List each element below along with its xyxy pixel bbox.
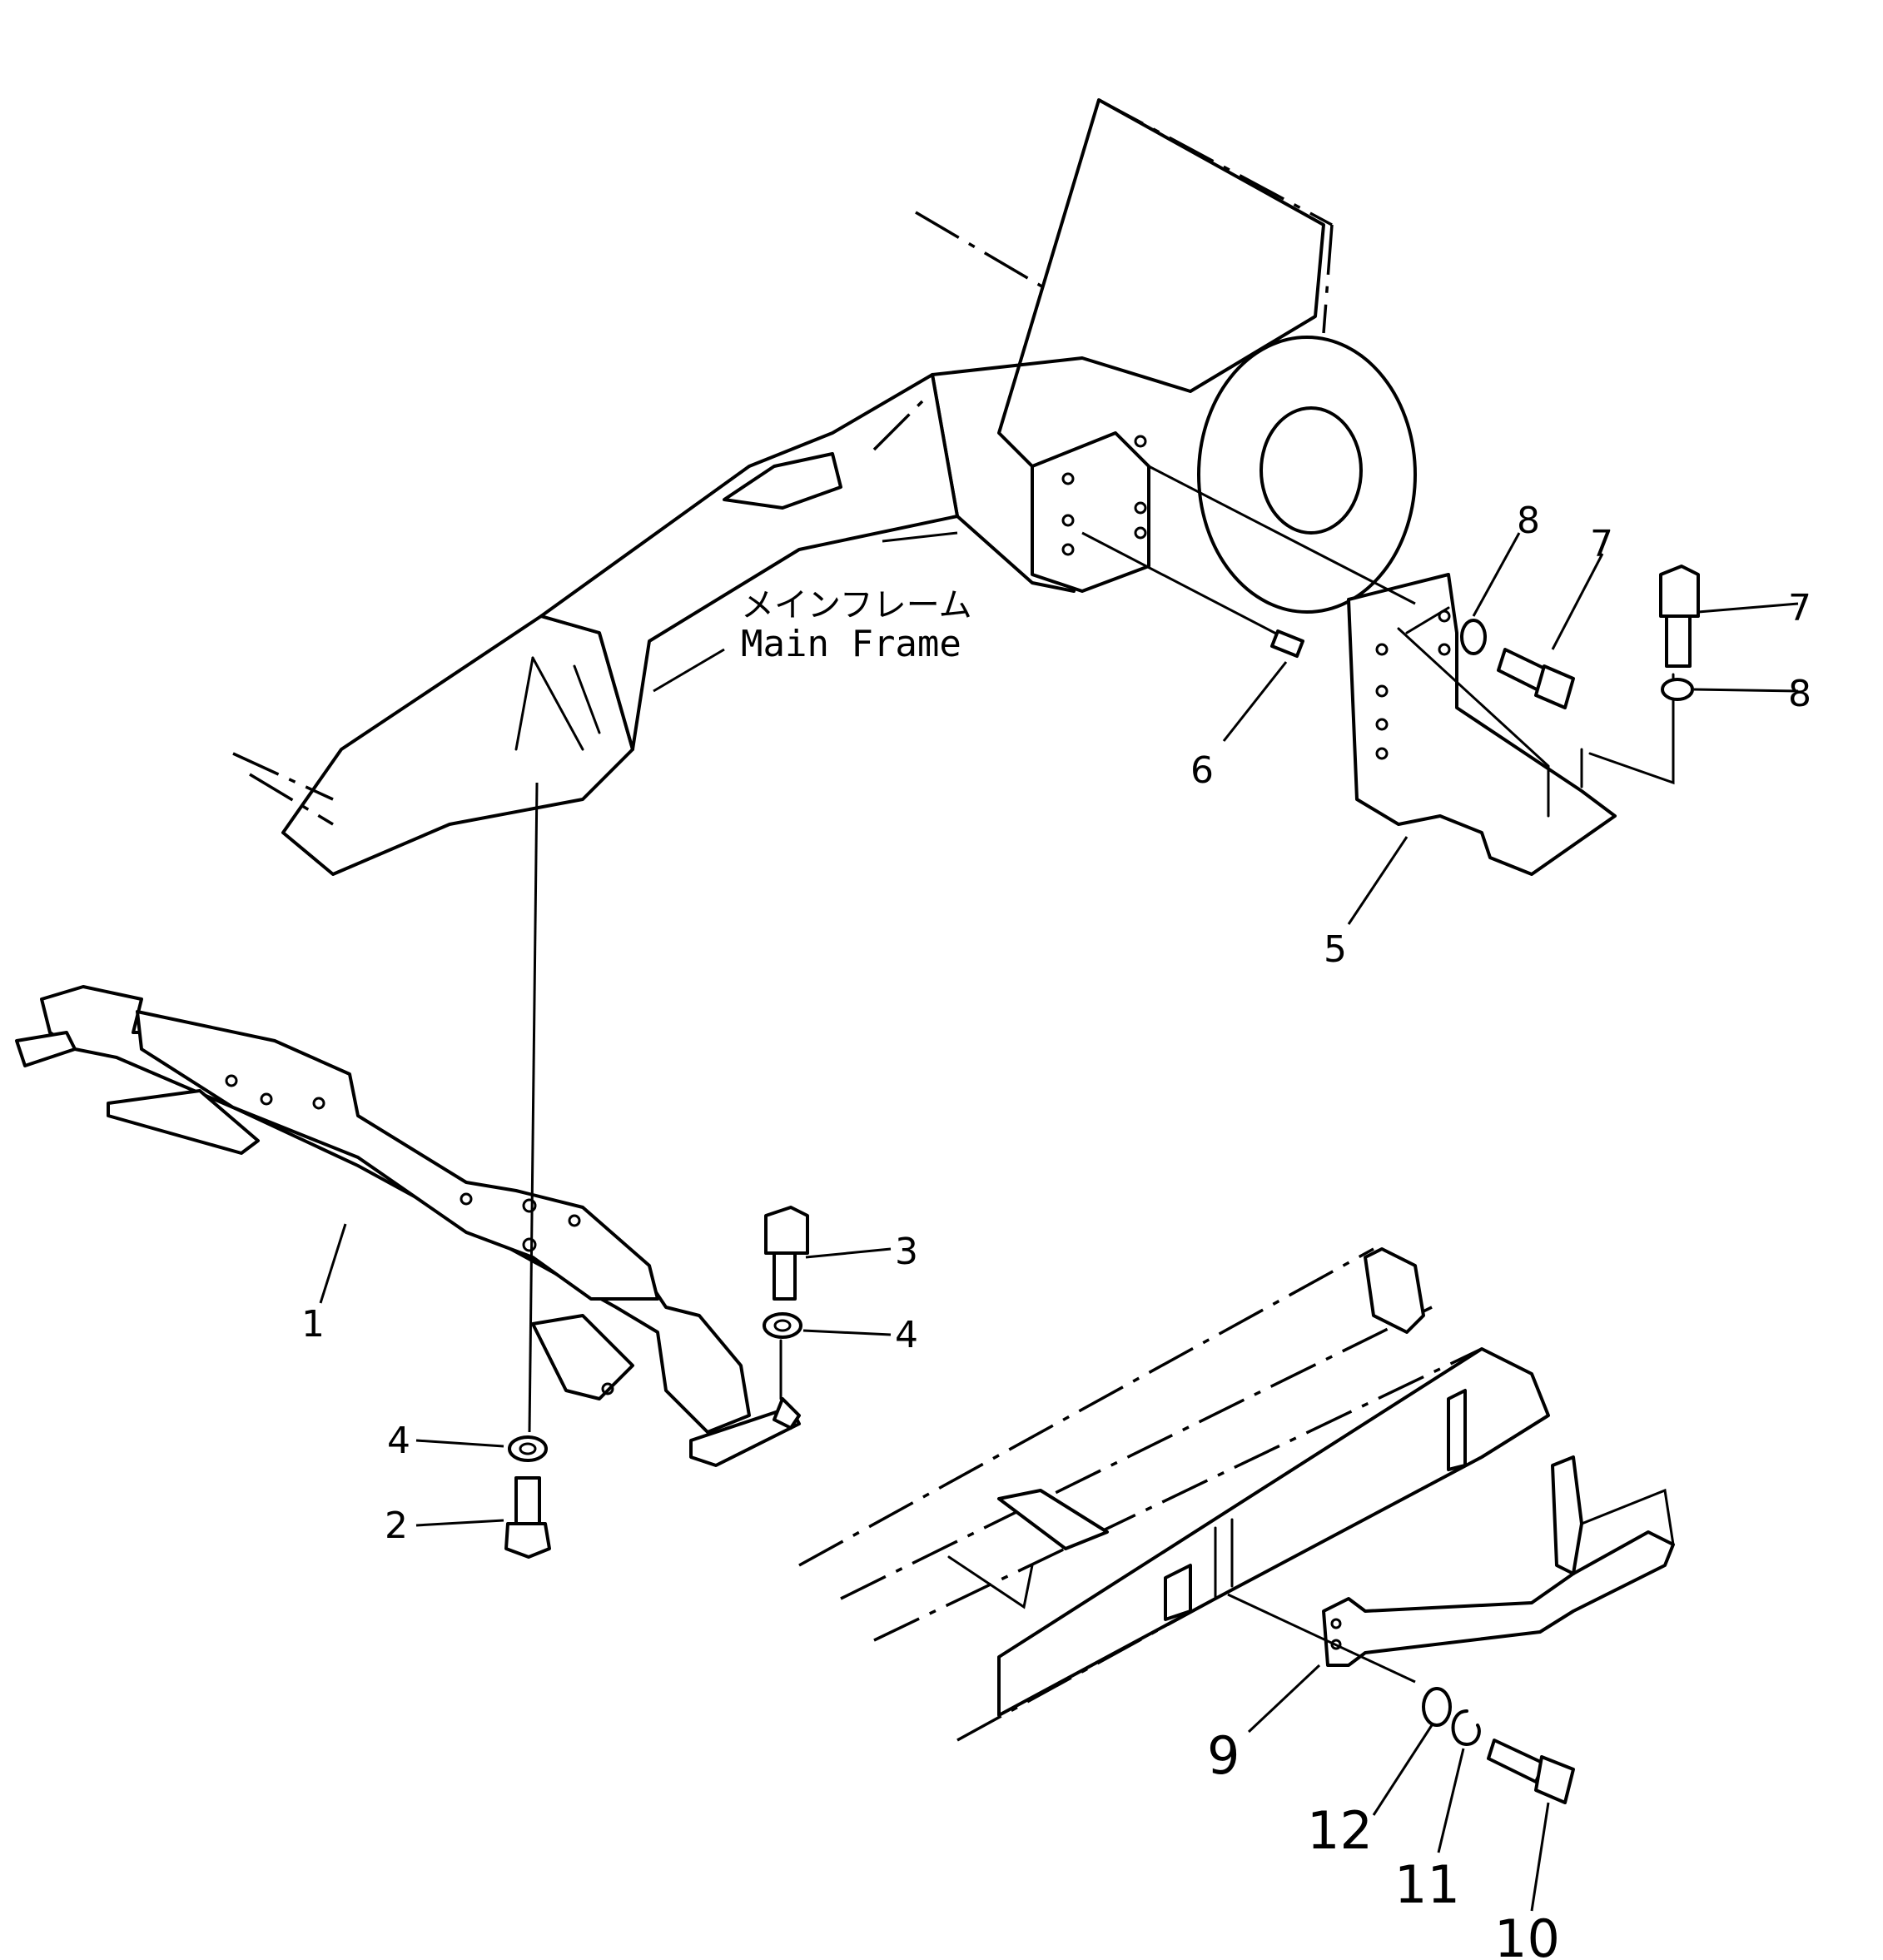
callout-4-upper: 4 xyxy=(895,1314,918,1356)
callout-1: 1 xyxy=(301,1303,325,1346)
main-frame-label-en: Main Frame xyxy=(741,623,961,665)
callout-5: 5 xyxy=(1324,928,1347,971)
main-frame-label-jp: メインフレーム xyxy=(741,586,972,624)
lower-right-frame xyxy=(798,1247,1550,1742)
part-8-washer-right xyxy=(1661,678,1799,701)
part-5-bracket xyxy=(1081,465,1675,925)
part-6-pin xyxy=(1222,629,1304,742)
callout-8-right: 8 xyxy=(1788,673,1811,715)
part-4-washer-upper xyxy=(763,1312,892,1400)
callout-12: 12 xyxy=(1307,1800,1373,1861)
part-7-bolt-side xyxy=(1497,553,1604,709)
callout-11: 11 xyxy=(1394,1854,1460,1915)
part-12-washer xyxy=(1372,1687,1452,1816)
callout-2: 2 xyxy=(385,1505,408,1547)
part-11-spring-washer xyxy=(1437,1709,1481,1853)
callout-8-side: 8 xyxy=(1517,500,1540,542)
part-2-bolt xyxy=(415,1476,551,1559)
callout-7-side: 7 xyxy=(1590,523,1613,565)
callout-3: 3 xyxy=(895,1231,918,1273)
callout-6: 6 xyxy=(1190,749,1214,792)
part-3-bolt xyxy=(764,1206,892,1301)
main-frame xyxy=(232,98,1417,876)
part-4-washer-lower xyxy=(415,1435,548,1462)
part-8-washer-side xyxy=(1460,532,1521,655)
callout-10: 10 xyxy=(1494,1908,1560,1960)
callout-7-upper: 7 xyxy=(1788,587,1811,629)
alignment-line xyxy=(528,782,539,1433)
callout-4-lower: 4 xyxy=(387,1420,410,1462)
callout-9: 9 xyxy=(1207,1725,1240,1786)
part-7-bolt-upper xyxy=(1659,565,1799,668)
part-10-bolt xyxy=(1487,1739,1575,1912)
part-9-bracket xyxy=(1227,1455,1675,1734)
part-1-lower-frame xyxy=(15,985,801,1467)
